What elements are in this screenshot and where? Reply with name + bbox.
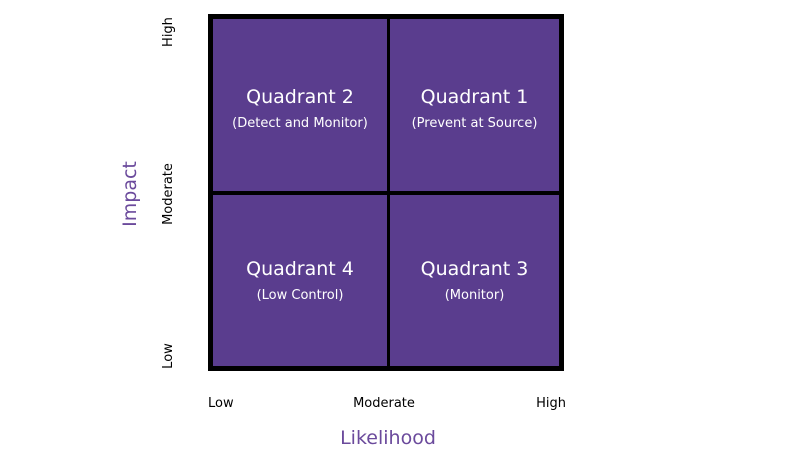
quadrant-subtitle: (Low Control) bbox=[256, 288, 344, 303]
quadrant-title: Quadrant 3 bbox=[420, 258, 529, 280]
quadrant-3-cell: Quadrant 3 (Monitor) bbox=[390, 195, 559, 366]
x-tick-moderate: Moderate bbox=[353, 396, 415, 411]
x-axis-title: Likelihood bbox=[340, 427, 436, 449]
risk-matrix-grid: Quadrant 2 (Detect and Monitor) Quadrant… bbox=[208, 14, 564, 371]
x-tick-high: High bbox=[536, 396, 566, 411]
y-tick-low: Low bbox=[161, 343, 176, 369]
quadrant-subtitle: (Monitor) bbox=[444, 288, 505, 303]
quadrant-4-cell: Quadrant 4 (Low Control) bbox=[213, 195, 387, 366]
y-axis-title: Impact bbox=[119, 161, 141, 227]
quadrant-title: Quadrant 2 bbox=[246, 86, 354, 108]
y-tick-moderate: Moderate bbox=[161, 163, 176, 225]
quadrant-subtitle: (Prevent at Source) bbox=[411, 116, 538, 131]
quadrant-2-cell: Quadrant 2 (Detect and Monitor) bbox=[213, 19, 387, 191]
quadrant-title: Quadrant 4 bbox=[246, 258, 354, 280]
quadrant-subtitle: (Detect and Monitor) bbox=[232, 116, 368, 131]
quadrant-1-cell: Quadrant 1 (Prevent at Source) bbox=[390, 19, 559, 191]
y-tick-high: High bbox=[161, 17, 176, 47]
quadrant-title: Quadrant 1 bbox=[420, 86, 529, 108]
x-tick-low: Low bbox=[208, 396, 234, 411]
